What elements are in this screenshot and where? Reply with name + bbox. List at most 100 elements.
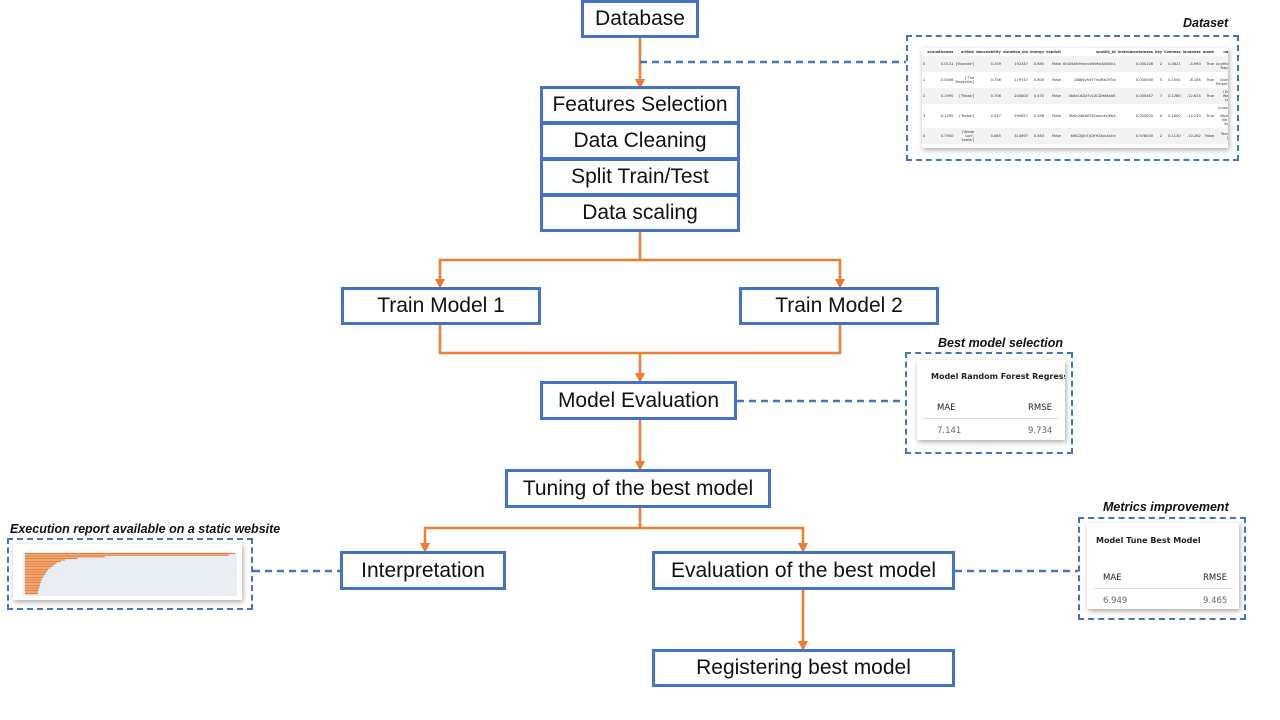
database-label: Database [595, 7, 685, 30]
execution-report-bar [25, 570, 48, 572]
dataset-cell: 0.800 [1033, 78, 1045, 82]
dataset-column-header: loudness [1182, 50, 1201, 54]
execution-report-bar [25, 565, 53, 567]
execution-report-bar [25, 581, 41, 583]
dataset-cell: 0.685 [1028, 56, 1046, 72]
dataset-cell: 0.547 [990, 114, 1001, 118]
execution-report-bar [25, 556, 105, 558]
dataset-cell: 3bSe1dZjzTv1XCDH6KhbE [1061, 88, 1117, 104]
connector-tuning-evaluation [640, 526, 808, 553]
split-train-test-label: Split Train/Test [571, 165, 709, 188]
execution-report-bar [25, 573, 45, 575]
connector-split-model2 [640, 258, 845, 289]
best-model-rmse-header: RMSE [1028, 403, 1053, 413]
dataset-column-header: key [1155, 50, 1163, 54]
dataset-cell: 0h0EtAh9ImvvWhMvtSbBXk1 [1061, 56, 1117, 72]
execution-report-bar [25, 572, 46, 574]
dataset-cell: -4.990 [1181, 56, 1202, 72]
dataset-cell: False [1051, 78, 1061, 82]
dataset-column-header: danceability [976, 50, 1001, 54]
dataset-cell: 2 [1154, 56, 1164, 72]
tuning-box: Tuning of the best model [505, 469, 771, 508]
dataset-cell: Tennis Joy [1215, 128, 1228, 144]
dataset-cell: 0.0621 [1163, 56, 1182, 72]
execution-report-bar [25, 593, 38, 595]
registering-box: Registering best model [652, 649, 955, 687]
execution-report-bar [25, 588, 39, 590]
dataset-cell: 0.1990 [926, 88, 955, 104]
dataset-column-header: spotify_id [1096, 50, 1116, 54]
dataset-column-header: liveness [1164, 50, 1181, 54]
train-model-1-label: Train Model 1 [377, 294, 505, 317]
connector-tuning-split [420, 508, 642, 553]
dataset-cell: 2 [1154, 128, 1164, 144]
metrics-rmse-value: 9.465 [1203, 596, 1228, 606]
dataset-cell: ['Heart'] [959, 114, 975, 118]
metrics-mae-header: MAE [1103, 573, 1122, 583]
dataset-cell: -8.186 [1189, 78, 1201, 82]
dataset-column-header: duration_ms [1002, 50, 1028, 54]
execution-report-bar [25, 589, 39, 591]
dataset-cell: 0.463 [1028, 128, 1046, 144]
model-evaluation-label: Model Evaluation [557, 388, 720, 412]
best-model-divider [923, 418, 1059, 419]
dataset-cell: ['Texas'] [954, 88, 976, 104]
dataset-cell: 0.1130 [1163, 128, 1182, 144]
dataset-cell: False [1045, 128, 1062, 144]
train-model-1-box: Train Model 1 [341, 287, 541, 325]
dataset-cell: I Don Want Last [1215, 88, 1228, 104]
dataset-cell: -14.240 [1186, 114, 1201, 118]
execution-report-bar [25, 553, 235, 555]
metrics-callout-title: Metrics improvement [1103, 500, 1229, 514]
dataset-cell: 0.1040 [1168, 78, 1181, 82]
execution-report-bar [25, 578, 42, 580]
execution-report-bar [25, 591, 39, 593]
dataset-cell: ['Wade Lori', 'Lewis'] [954, 128, 976, 144]
dataset-cell: 290627 [1014, 114, 1028, 118]
database-box: Database [581, 0, 699, 38]
execution-report-bar [25, 577, 43, 579]
dataset-cell: 0.978000 [1116, 128, 1155, 144]
dataset-column-header: acousticness [927, 50, 954, 54]
dataset-column-header: artists [960, 50, 975, 54]
dataset-cell: False [1051, 114, 1061, 118]
dataset-column-header: explicit [1046, 50, 1061, 54]
execution-report-bar [25, 561, 61, 563]
dataset-cell: 2 [922, 88, 927, 104]
dataset-cell: 0.1280 [1163, 88, 1182, 104]
dataset-cell: 205800 [1001, 88, 1029, 104]
execution-report-card [13, 544, 242, 600]
dataset-cell: 0.1600 [1168, 114, 1181, 118]
execution-callout [7, 538, 253, 610]
dataset-cell: False [1201, 128, 1215, 144]
connector-scaling-split [435, 232, 642, 289]
evaluation-best-model-label: Evaluation of the best model [670, 558, 936, 582]
execution-report-bar [25, 583, 41, 585]
evaluation-best-model-box: Evaluation of the best model [652, 551, 955, 590]
dataset-cell: 0.7950 [926, 128, 955, 144]
dataset-cell: 0 [1159, 114, 1163, 118]
best-model-card-title: Model Random Forest Regressor [931, 372, 1065, 381]
dataset-cell: 179747 [1014, 78, 1028, 82]
dataset-cell: 192347 [1001, 56, 1029, 72]
dataset-cell: 0.1290 [940, 114, 954, 118]
dataset-cell: 0.0131 [926, 56, 955, 72]
dataset-cell: 0.396 [1033, 114, 1045, 118]
model-evaluation-box: Model Evaluation [540, 381, 737, 420]
dataset-cell: 0.665 [975, 128, 1002, 144]
train-model-2-box: Train Model 2 [739, 287, 939, 325]
dataset-cell: 3h6n2a8dZ2Ghekn4cJKbA [1068, 114, 1116, 118]
dataset-cell: False [1045, 88, 1062, 104]
dataset-cell: True [1206, 114, 1214, 118]
execution-report-bar [25, 554, 229, 556]
execution-report-bar [25, 569, 49, 571]
dataset-cell: ['The Maravilla'] [955, 76, 975, 84]
dataset-cell: 0.0046 [940, 78, 954, 82]
execution-report-bar [25, 575, 44, 577]
dataset-cell: -10.262 [1181, 128, 1202, 144]
